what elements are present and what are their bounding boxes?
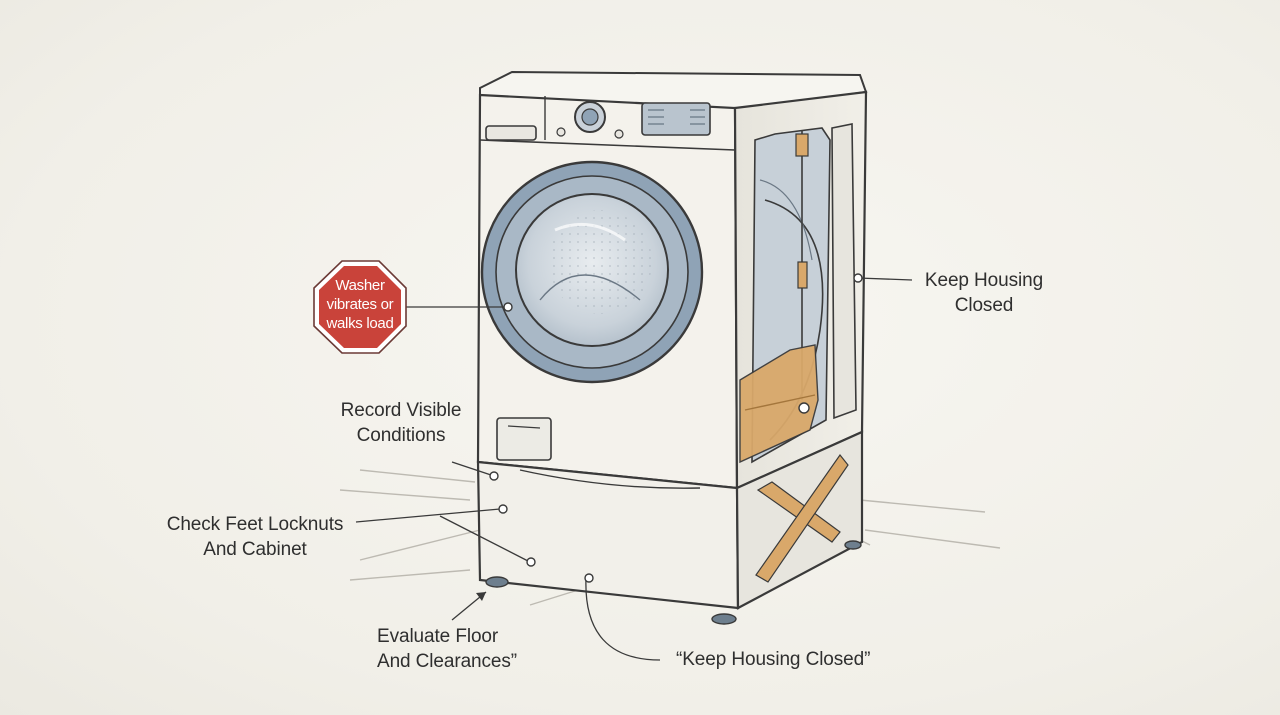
callout-dots: [489, 273, 863, 583]
shipping-strap: [739, 344, 819, 464]
detergent-drawer: [485, 125, 537, 141]
stop-line-3: walks load: [326, 315, 394, 332]
control-display: [641, 102, 711, 136]
callout-keep-housing-side: Keep Housing Closed: [924, 270, 1044, 316]
callout-record-conditions: Record Visible Conditions: [340, 400, 462, 446]
callout-keep-housing-bottom: “Keep Housing Closed”: [676, 649, 871, 670]
shipping-tape-x-icon: [755, 453, 849, 583]
arrow-icon: [451, 591, 487, 621]
stop-line-1: Washer: [335, 277, 385, 294]
leveling-feet: [485, 540, 862, 625]
callout-leaders: [355, 277, 913, 661]
stop-sign-icon: [313, 260, 407, 354]
stop-line-2: vibrates or: [326, 296, 394, 313]
floor-lines: [339, 469, 1001, 606]
callout-evaluate-floor: Evaluate Floor And Clearances”: [377, 626, 518, 672]
filter-access-panel: [496, 417, 552, 461]
stop-sign-text: Washer vibrates or walks load: [314, 276, 406, 333]
callout-check-feet: Check Feet Locknuts And Cabinet: [166, 514, 344, 560]
